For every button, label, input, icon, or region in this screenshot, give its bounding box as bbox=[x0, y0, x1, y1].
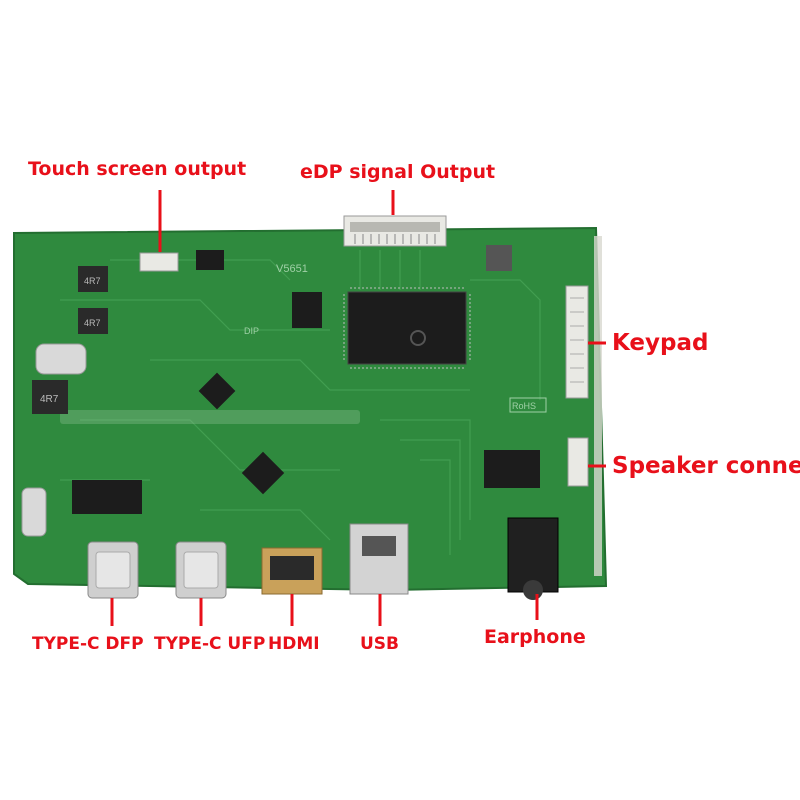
earphone-jack bbox=[507, 517, 559, 593]
inductor-3 bbox=[32, 380, 68, 414]
speaker-connector bbox=[567, 437, 589, 487]
chip-small-7 bbox=[196, 250, 224, 270]
type-c-ufp-label: TYPE-C UFP bbox=[154, 634, 266, 654]
type-c-dfp-label: TYPE-C DFP bbox=[32, 634, 144, 654]
keypad-connector bbox=[565, 285, 589, 399]
keypad-label: Keypad bbox=[612, 330, 709, 356]
inductor-2-marking: 4R7 bbox=[84, 318, 101, 328]
chip-small-6 bbox=[486, 245, 512, 271]
hdmi-label: HDMI bbox=[268, 634, 320, 654]
speaker-connector-label: Speaker connec bbox=[612, 453, 800, 479]
inductor-3-marking: 4R7 bbox=[40, 394, 59, 405]
rohs-marking: RoHS bbox=[512, 401, 536, 411]
capacitor-2 bbox=[21, 487, 47, 537]
dip-marking: DIP bbox=[244, 326, 259, 336]
callout-lines bbox=[110, 190, 606, 626]
usb-label: USB bbox=[360, 634, 400, 654]
touch-connector bbox=[139, 252, 179, 272]
usb-port bbox=[349, 523, 409, 595]
chip-small-3 bbox=[241, 451, 285, 495]
chip-small-2 bbox=[198, 372, 236, 410]
inductor-2 bbox=[78, 308, 108, 334]
touch-screen-output-label: Touch screen output bbox=[28, 158, 247, 180]
chip-small-5 bbox=[72, 480, 142, 514]
earphone-label: Earphone bbox=[484, 626, 586, 648]
inductor-1 bbox=[78, 266, 108, 292]
inductor-1-marking: 4R7 bbox=[84, 276, 101, 286]
capacitor-1 bbox=[35, 343, 87, 375]
edp-signal-output-label: eDP signal Output bbox=[300, 161, 496, 183]
faint-watermark bbox=[60, 410, 360, 424]
chip-small-1 bbox=[292, 292, 322, 328]
main-processor-chip bbox=[347, 291, 467, 365]
model-marking: V5651 bbox=[276, 263, 308, 275]
chip-small-4 bbox=[484, 450, 540, 488]
